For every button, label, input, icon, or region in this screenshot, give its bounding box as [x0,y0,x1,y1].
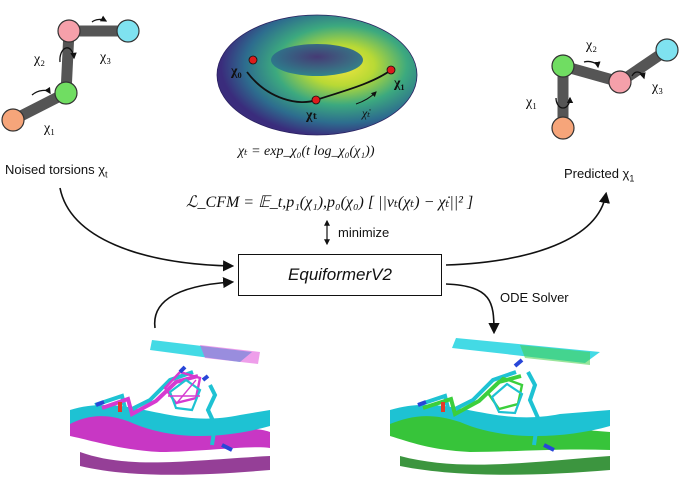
torus-velocity-label: χ̇ₜ [362,106,371,120]
noised-torsions-caption: Noised torsions χt [5,162,108,180]
point-chi1 [386,65,396,75]
structure-left [70,340,270,475]
point-chit [311,95,321,105]
rotation-arrow-chi1 [31,86,51,96]
right-torsion-fragment [551,38,679,140]
predicted-caption-sub: 1 [629,173,635,184]
torus-chi0-label: χ₀ [231,64,242,79]
noised-caption-sub: t [105,169,108,180]
rotation-arrow-chi3 [91,15,108,23]
minimize-label: minimize [338,225,390,240]
structure-right [390,338,610,475]
right-chi2-label: χ₂ [586,38,598,53]
left-chi3-label: χ₃ [100,50,112,65]
noised-caption-text: Noised torsions χ [5,162,106,177]
atom-pink [57,19,81,43]
atom-start [551,116,575,140]
model-name: EquiformerV2 [288,265,392,284]
atom-mid [54,81,78,105]
velocity-arrow [355,91,377,105]
torus [216,14,418,136]
equiformer-model-box: EquiformerV2 [238,254,442,296]
cfm-loss-formula: ℒ_CFM = 𝔼_t,p₁(χ₁),p₀(χ₀) [ ||vₜ(χₜ) − χ… [186,194,474,211]
atom-end [655,38,679,62]
atom-mid [551,54,575,78]
right-chi1-label: χ₁ [526,95,538,110]
arrow-noised-to-model [59,187,235,272]
left-chi1-label: χ₁ [44,121,56,136]
arrow-ode-solver [445,283,500,335]
left-torsion-fragment [1,15,140,132]
arrow-model-to-predicted [445,191,610,266]
torus-chit-label: χₜ [306,108,318,123]
rotation-arrow-chi1 [555,96,574,109]
predicted-caption-text: Predicted χ [564,166,630,181]
predicted-caption: Predicted χ1 [564,166,634,184]
flow-arrows [59,187,610,335]
atom-start [1,108,25,132]
torus-chi1-label: χ₁ [394,76,405,91]
left-chi2-label: χ₂ [34,52,46,67]
atom-pink [608,70,632,94]
atom-end [116,19,140,43]
right-chi3-label: χ₃ [652,80,664,95]
point-chi0 [248,55,258,65]
arrow-structure-to-model [153,276,235,329]
interpolation-formula: χₜ = exp_χ₀(t log_χ₀(χ₁)) [238,144,375,159]
ode-solver-label: ODE Solver [500,290,569,305]
rotation-arrow-chi3 [631,71,646,80]
rotation-arrow-chi2 [583,60,601,69]
rotation-arrow-chi2 [59,47,77,63]
